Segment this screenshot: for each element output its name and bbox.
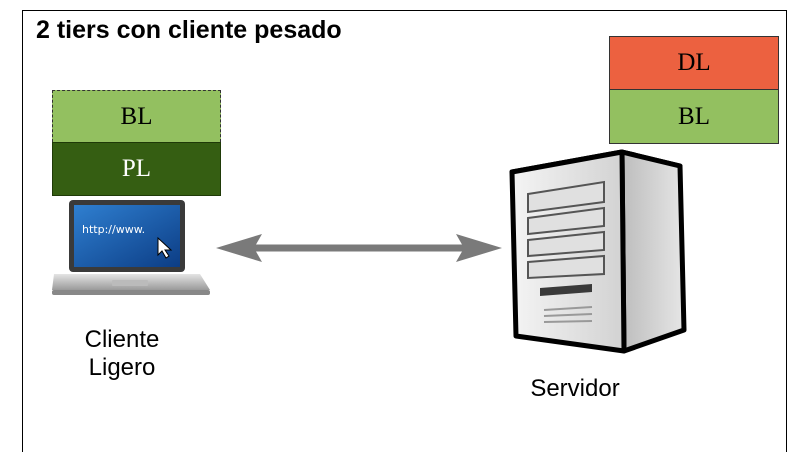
cursor-icon <box>157 236 173 259</box>
laptop-url-text: http://www. <box>82 223 145 236</box>
client-business-layer: BL <box>52 90 221 142</box>
bidirectional-arrow <box>216 234 502 262</box>
server-icon <box>509 149 687 354</box>
client-caption-line1: Cliente <box>84 326 160 353</box>
client-presentation-layer: PL <box>52 142 221 196</box>
server-business-layer: BL <box>609 90 779 144</box>
client-caption-line2: Ligero <box>88 354 156 381</box>
client-caption: Cliente Ligero <box>52 326 192 382</box>
server-caption: Servidor <box>530 375 620 402</box>
laptop-icon: http://www. <box>52 200 210 295</box>
slide-frame <box>22 10 787 452</box>
server-data-layer: DL <box>609 36 779 90</box>
slide-title: 2 tiers con cliente pesado <box>36 16 342 44</box>
